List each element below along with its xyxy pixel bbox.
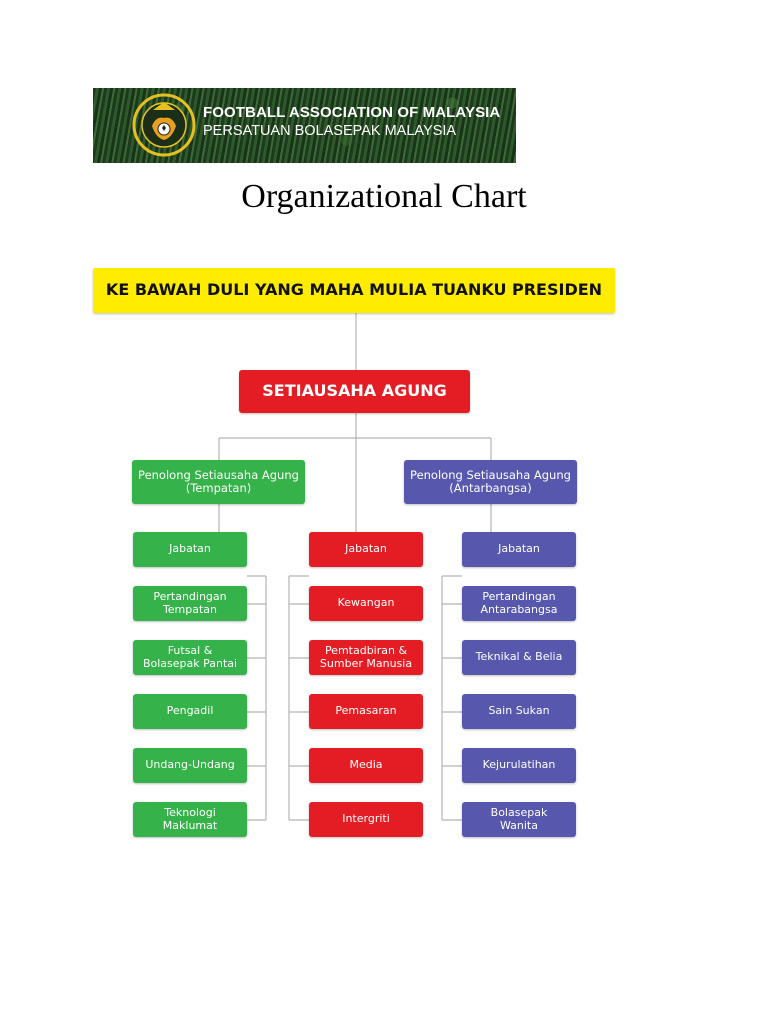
page-title: Organizational Chart <box>241 178 527 215</box>
assistant-local-box: Penolong Setiausaha Agung (Tempatan) <box>132 460 305 504</box>
dept-marketing: Pemasaran <box>309 694 423 729</box>
president-box: KE BAWAH DULI YANG MAHA MULIA TUANKU PRE… <box>93 268 615 313</box>
dept-womens-football: Bolasepak Wanita <box>462 802 576 837</box>
dept-international-competitions: Pertandingan Antarabangsa <box>462 586 576 621</box>
central-jabatan-header: Jabatan <box>309 532 423 567</box>
dept-referees: Pengadil <box>133 694 247 729</box>
dept-technical-youth: Teknikal & Belia <box>462 640 576 675</box>
dept-media: Media <box>309 748 423 783</box>
assistant-international-box: Penolong Setiausaha Agung (Antarbangsa) <box>404 460 577 504</box>
dept-administration-hr: Pemtadbiran & Sumber Manusia <box>309 640 423 675</box>
dept-sports-science: Sain Sukan <box>462 694 576 729</box>
fam-banner: FOOTBALL ASSOCIATION OF MALAYSIA PERSATU… <box>93 88 516 163</box>
dept-coaching: Kejurulatihan <box>462 748 576 783</box>
banner-subtitle: PERSATUAN BOLASEPAK MALAYSIA <box>203 123 457 139</box>
dept-finance: Kewangan <box>309 586 423 621</box>
dept-futsal-beach-soccer: Futsal & Bolasepak Pantai <box>133 640 247 675</box>
dept-integrity: Intergriti <box>309 802 423 837</box>
dept-information-technology: Teknologi Maklumat <box>133 802 247 837</box>
local-jabatan-header: Jabatan <box>133 532 247 567</box>
international-jabatan-header: Jabatan <box>462 532 576 567</box>
dept-local-competitions: Pertandingan Tempatan <box>133 586 247 621</box>
fam-emblem-logo <box>132 93 196 157</box>
secretary-general-box: SETIAUSAHA AGUNG <box>239 370 470 413</box>
dept-legal: Undang-Undang <box>133 748 247 783</box>
banner-title: FOOTBALL ASSOCIATION OF MALAYSIA <box>203 104 501 121</box>
